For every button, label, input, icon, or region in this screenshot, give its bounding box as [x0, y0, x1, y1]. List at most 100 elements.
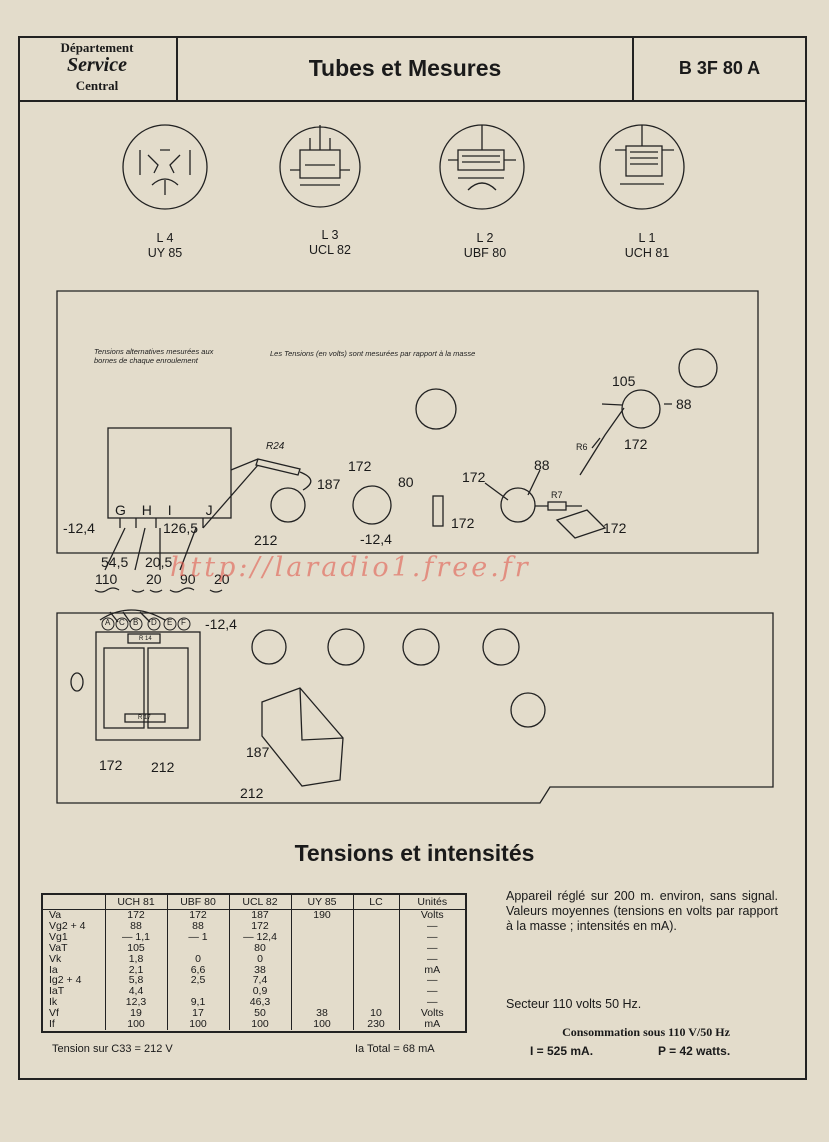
row-label: Vg2 + 4 — [49, 919, 86, 932]
table-cell: — 12,4 — [228, 931, 291, 943]
dept-line1: Département — [60, 40, 134, 55]
consumption-title: Consommation sous 110 V/50 Hz — [562, 1025, 730, 1039]
table-cell: — — [398, 953, 465, 965]
table-cell: — 1,1 — [104, 931, 167, 943]
table-cell: 0,9 — [228, 986, 291, 998]
l2-socket-value-172: 172 — [462, 469, 486, 485]
table-cell: — — [398, 942, 465, 954]
tube-l1-label: L 1 UCH 81 — [602, 231, 692, 261]
row-label: Ik — [49, 996, 58, 1009]
measurement-notes: Appareil réglé sur 200 m. environ, sans … — [506, 889, 778, 933]
row-label: Ig2 + 4 — [49, 974, 82, 987]
row-label: Vk — [49, 952, 62, 965]
table-cell: 17 — [166, 1008, 229, 1020]
transformer — [107, 427, 232, 519]
table-cell: 230 — [352, 1019, 399, 1030]
table-cell — [352, 997, 399, 1009]
tube-l4-label: L 4 UY 85 — [120, 231, 210, 261]
l3-socket-value-minus-12-4: -12,4 — [360, 531, 392, 547]
table-cell: 1,8 — [104, 953, 167, 965]
table-cell: — — [398, 986, 465, 998]
table-cell: 100 — [104, 1019, 167, 1030]
value-20-a: 20 — [146, 571, 162, 587]
value-20-b: 20 — [214, 571, 230, 587]
table-footer-right: Ia Total = 68 mA — [355, 1043, 435, 1055]
value-54-5: 54,5 — [101, 554, 129, 570]
terminal-d: D — [151, 618, 157, 627]
table-cell: 105 — [104, 942, 167, 954]
row-label: IaT — [49, 985, 65, 998]
table-cell — [166, 942, 229, 954]
tube-pinout-l3 — [279, 125, 361, 208]
tube-position: L 2 — [476, 231, 494, 245]
consumption-power: P = 42 watts. — [658, 1044, 731, 1058]
table-cell — [290, 964, 353, 976]
tube-pinout-l1 — [599, 124, 685, 210]
terminal-a: A — [105, 618, 111, 627]
row-label: VaT — [49, 941, 68, 954]
table-cell: mA — [398, 964, 465, 976]
department-block: Département Service Central — [18, 36, 178, 100]
tube-position: L 4 — [156, 231, 174, 245]
table-cell — [352, 953, 399, 965]
row-label: Vg1 — [49, 930, 68, 943]
table-cell: 2,5 — [166, 975, 229, 987]
dept-line3: Central — [75, 78, 119, 93]
r6-label: R6 — [576, 442, 588, 452]
l1-socket-value-105: 105 — [612, 373, 636, 389]
value-90: 90 — [180, 571, 196, 587]
r24-label: R24 — [266, 441, 285, 452]
col-header — [43, 895, 105, 910]
tube-l2-label: L 2 UBF 80 — [440, 231, 530, 261]
table-cell — [352, 931, 399, 943]
terminal-f: F — [181, 618, 186, 627]
dept-line2: Service — [67, 54, 127, 76]
table-cell: Volts — [398, 909, 465, 921]
table-cell — [166, 986, 229, 998]
table-cell — [290, 975, 353, 987]
side-socket-value: 172 — [451, 515, 475, 531]
block-value-187: 187 — [246, 744, 270, 760]
table-row: VaT 105 80 — — [43, 941, 465, 954]
tube-pinout-l4 — [122, 124, 208, 210]
r7-value: 172 — [603, 520, 627, 536]
table-cell: 172 — [228, 921, 291, 932]
table-cell: 100 — [166, 1019, 229, 1030]
tube-type: UBF 80 — [463, 246, 507, 260]
l4-socket-value: 212 — [254, 532, 278, 548]
chassis-bottom-outline — [56, 612, 774, 804]
table-cell: 19 — [104, 1008, 167, 1020]
value-20-5: 20,5 — [145, 554, 173, 570]
table-cell: 0 — [166, 953, 229, 965]
terminal-i: I — [167, 502, 178, 518]
table-cell — [352, 942, 399, 954]
block-value-212: 212 — [240, 785, 264, 801]
tube-l3-label: L 3 UCL 82 — [285, 228, 375, 258]
transformer-terminals: G H I J — [115, 502, 219, 518]
table-cell: 46,3 — [228, 997, 291, 1009]
table-cell: 190 — [290, 909, 353, 921]
terminal-g: G — [115, 502, 132, 518]
page-frame — [18, 36, 807, 1080]
table-footer-left: Tension sur C33 = 212 V — [52, 1043, 173, 1055]
r17-label: R 17 — [138, 715, 151, 721]
col-header: UY 85 — [290, 895, 353, 910]
l1-socket-value-172: 172 — [624, 436, 648, 452]
table-cell: — — [398, 975, 465, 987]
table-cell: 172 — [166, 909, 229, 921]
table-cell: 5,8 — [104, 975, 167, 987]
table-cell: 4,4 — [104, 986, 167, 998]
table-cell — [352, 920, 399, 932]
terminal-b: B — [133, 618, 139, 627]
table-cell: 38 — [228, 964, 291, 976]
tube-position: L 1 — [638, 231, 656, 245]
table-cell: mA — [398, 1019, 465, 1030]
table-cell: 0 — [228, 953, 291, 965]
table-cell: 80 — [228, 942, 291, 954]
tube-position: L 3 — [321, 228, 339, 242]
value-110: 110 — [95, 571, 118, 587]
